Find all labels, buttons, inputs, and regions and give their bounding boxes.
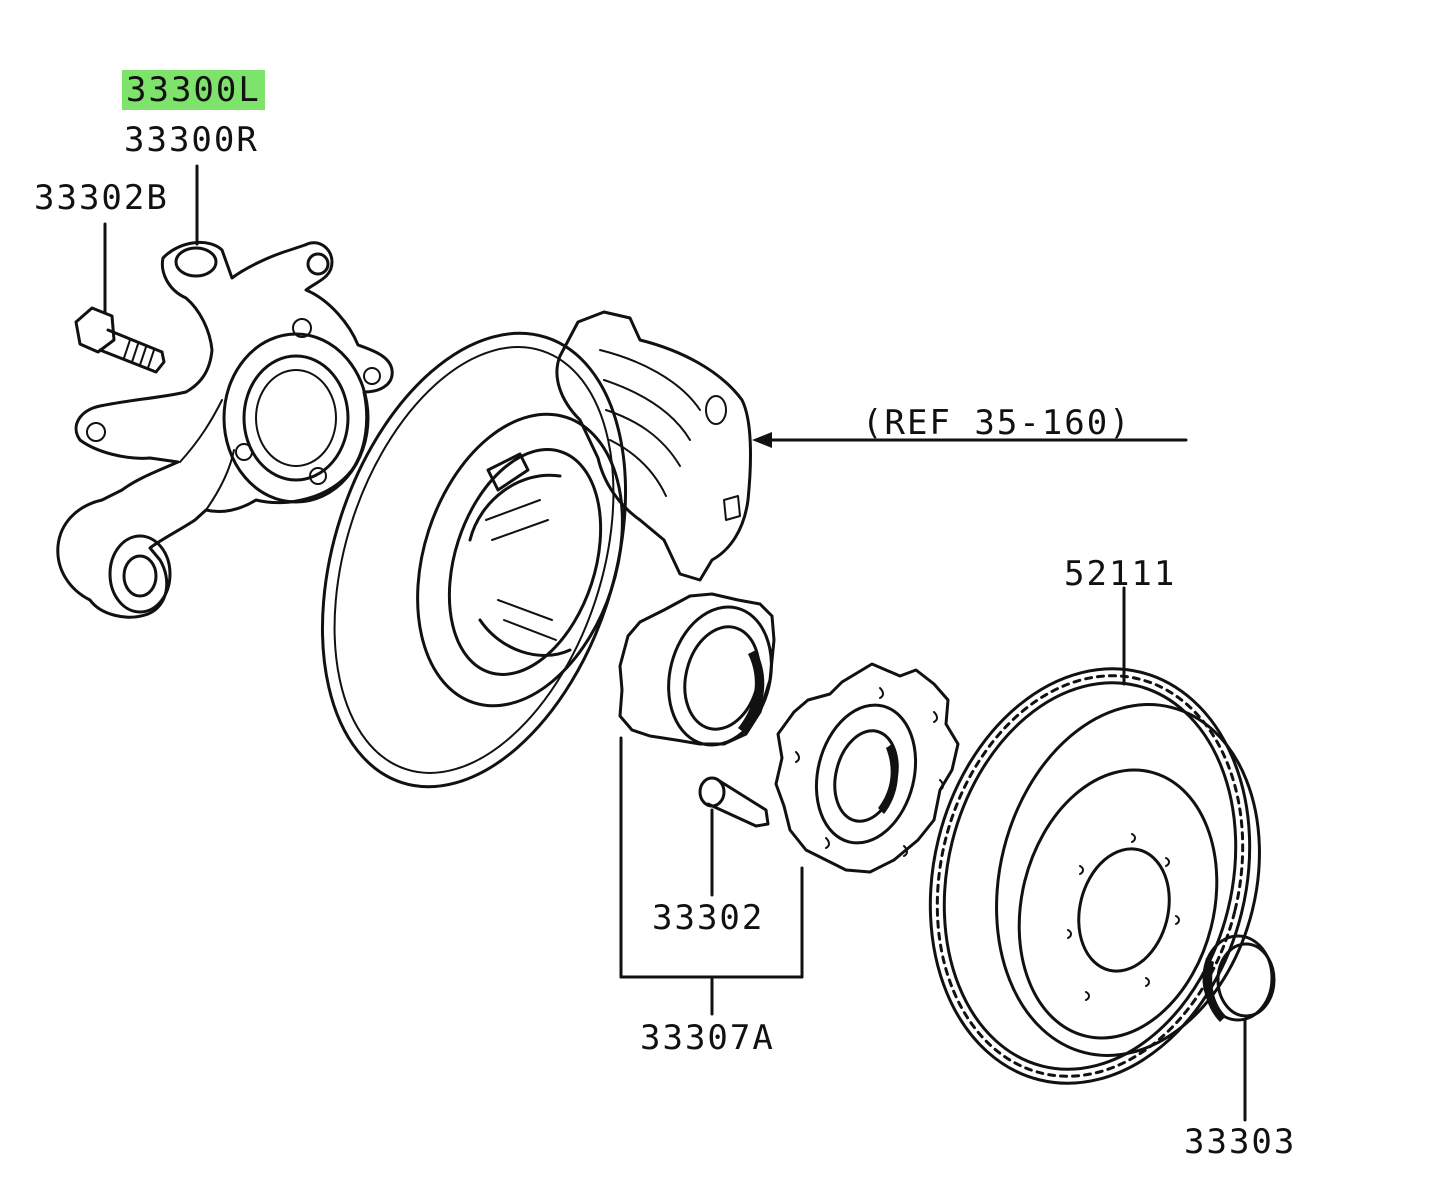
shoe-springs [485, 499, 557, 641]
label-reference[interactable]: (REF 35-160) [862, 403, 1132, 443]
leader-lines [103, 164, 1247, 1122]
bolt-threads [123, 339, 155, 369]
label-knuckle-bolt[interactable]: 33302B [34, 178, 169, 218]
hub-flange [774, 662, 960, 874]
shoe-area-outer [416, 412, 624, 708]
rotor-center-bore [1077, 847, 1171, 973]
rotor-stud-holes [1067, 833, 1180, 1001]
label-rotor[interactable]: 52111 [1064, 554, 1177, 594]
hub-cap-edge [1203, 958, 1226, 1022]
shoe-drum [447, 448, 603, 676]
bolt-shank [98, 328, 166, 374]
hub-bolt [698, 776, 770, 828]
knuckle-top-hole [174, 246, 218, 278]
caliper-bleeder [723, 495, 741, 521]
knuckle-bolt-hole-2 [363, 367, 381, 385]
steering-knuckle [56, 240, 394, 619]
rotor-vent-fins [935, 674, 1245, 1078]
caliper-ribs [599, 349, 701, 497]
rotor-face [995, 703, 1261, 1057]
knuckle-bolt-hole-1 [292, 318, 312, 338]
hub-cap-face [1216, 942, 1276, 1018]
adjuster [486, 452, 530, 492]
knuckle-bore-ring [255, 369, 337, 467]
rotor-outer-edge [928, 667, 1252, 1085]
knuckle-bolt-hole-4 [235, 443, 253, 461]
knuckle-outline [56, 240, 394, 619]
backing-plate [320, 331, 628, 789]
hub-bearing [618, 592, 776, 747]
hub-cap [1202, 934, 1276, 1022]
knuckle-bore-outer [222, 332, 370, 504]
label-hub-cap[interactable]: 33303 [1184, 1122, 1297, 1162]
bearing-shadow [738, 650, 765, 734]
bolt-head [74, 306, 116, 354]
rotor-hat [1017, 768, 1219, 1040]
bushing-outer [108, 534, 172, 614]
knuckle-contours [179, 399, 235, 511]
flange-outline [774, 662, 960, 874]
caliper-piston [705, 395, 727, 425]
knuckle-lower-hole [86, 422, 106, 442]
knuckle-arm-hole [306, 252, 330, 276]
knuckle-bolt [74, 306, 166, 374]
label-knuckle-right[interactable]: 33300R [124, 120, 259, 160]
ref-arrowhead [752, 432, 772, 448]
flange-stud-holes [795, 687, 944, 857]
caliper-body [555, 310, 752, 582]
bushing-inner [122, 554, 158, 598]
knuckle-bolt-hole-3 [309, 467, 327, 485]
brake-rotor [928, 667, 1261, 1085]
rotor-vent-edge [942, 681, 1238, 1071]
brake-shoes [468, 473, 572, 657]
hub-bolt-shank [706, 778, 770, 828]
knuckle-bore-inner [242, 354, 350, 482]
label-hub-assembly[interactable]: 33307A [640, 1018, 775, 1058]
label-knuckle-left[interactable]: 33300L [122, 70, 265, 110]
brake-caliper [555, 310, 752, 582]
label-hub-bolt[interactable]: 33302 [652, 898, 765, 938]
shield-rim [333, 346, 615, 774]
flange-shadow [878, 744, 899, 814]
flange-bore-outer [814, 703, 918, 845]
bearing-outer-race [667, 605, 773, 747]
